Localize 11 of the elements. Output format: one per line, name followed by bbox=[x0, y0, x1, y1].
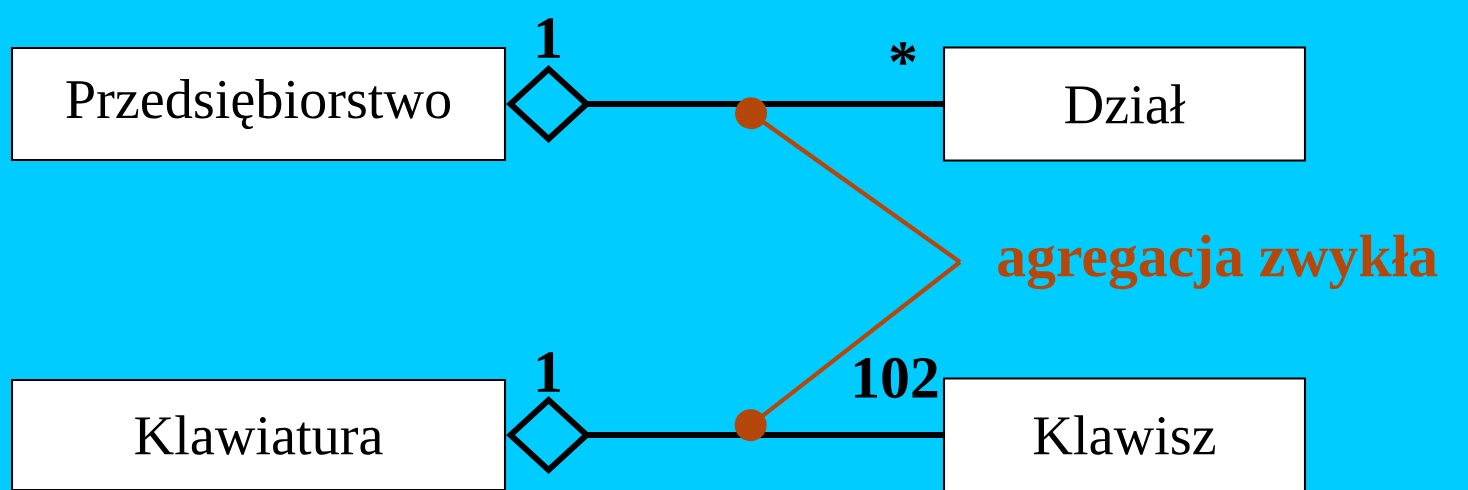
multiplicity-label: * bbox=[890, 42, 916, 65]
annotation-text: agregacja zwykła bbox=[998, 234, 1438, 290]
class-box: Dział bbox=[942, 46, 1307, 162]
class-box: Przedsiębiorstwo bbox=[10, 46, 507, 162]
multiplicity-label: 1 bbox=[537, 352, 560, 392]
multiplicity-label: 1 bbox=[537, 18, 560, 58]
class-box: Klawisz bbox=[942, 377, 1307, 490]
multiplicity-label: 102 bbox=[855, 357, 938, 399]
leader-line bbox=[734, 260, 962, 442]
class-box: Klawiatura bbox=[10, 378, 507, 490]
leader-line bbox=[735, 97, 962, 264]
